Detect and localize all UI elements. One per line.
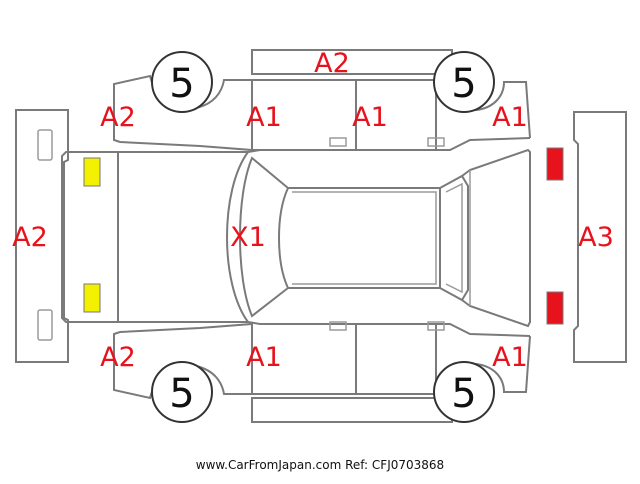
front-light-bottom [83,283,101,313]
mark-top-bumper-panel: A2 [314,48,350,79]
mark-rear-bumper: A3 [578,222,614,253]
rear-light-top [546,147,564,181]
wheel-front-right[interactable]: 5 [151,361,213,423]
left-side-top-panel[interactable] [251,49,453,75]
mark-front-left-fender: A2 [100,102,136,133]
car-body-outline [61,137,531,337]
wheel-front-left[interactable]: 5 [151,51,213,113]
wheel-front-left-value: 5 [169,61,194,107]
mark-rear-left-fender: A1 [492,102,528,133]
mark-rear-left-door: A1 [352,102,388,133]
wheel-front-right-value: 5 [169,371,194,417]
rear-right-door[interactable] [356,321,445,395]
rear-bumper[interactable] [573,111,627,363]
front-bumper[interactable] [15,109,69,363]
front-light-top [83,157,101,187]
wheel-rear-left[interactable]: 5 [433,51,495,113]
wheel-rear-right[interactable]: 5 [433,361,495,423]
rear-light-bottom [546,291,564,325]
mark-front-right-door: A1 [246,342,282,373]
reference-footer: www.CarFromJapan.com Ref: CFJ0703868 [195,458,445,472]
mark-front-bumper: A2 [12,222,48,253]
mark-rear-right-fender: A1 [492,342,528,373]
right-side-bottom-panel[interactable] [251,397,453,423]
mark-front-left-door: A1 [246,102,282,133]
wheel-rear-right-value: 5 [451,371,476,417]
front-left-door[interactable] [252,79,357,151]
mark-roof: X1 [230,222,266,253]
mark-front-right-fender: A2 [100,342,136,373]
wheel-rear-left-value: 5 [451,61,476,107]
